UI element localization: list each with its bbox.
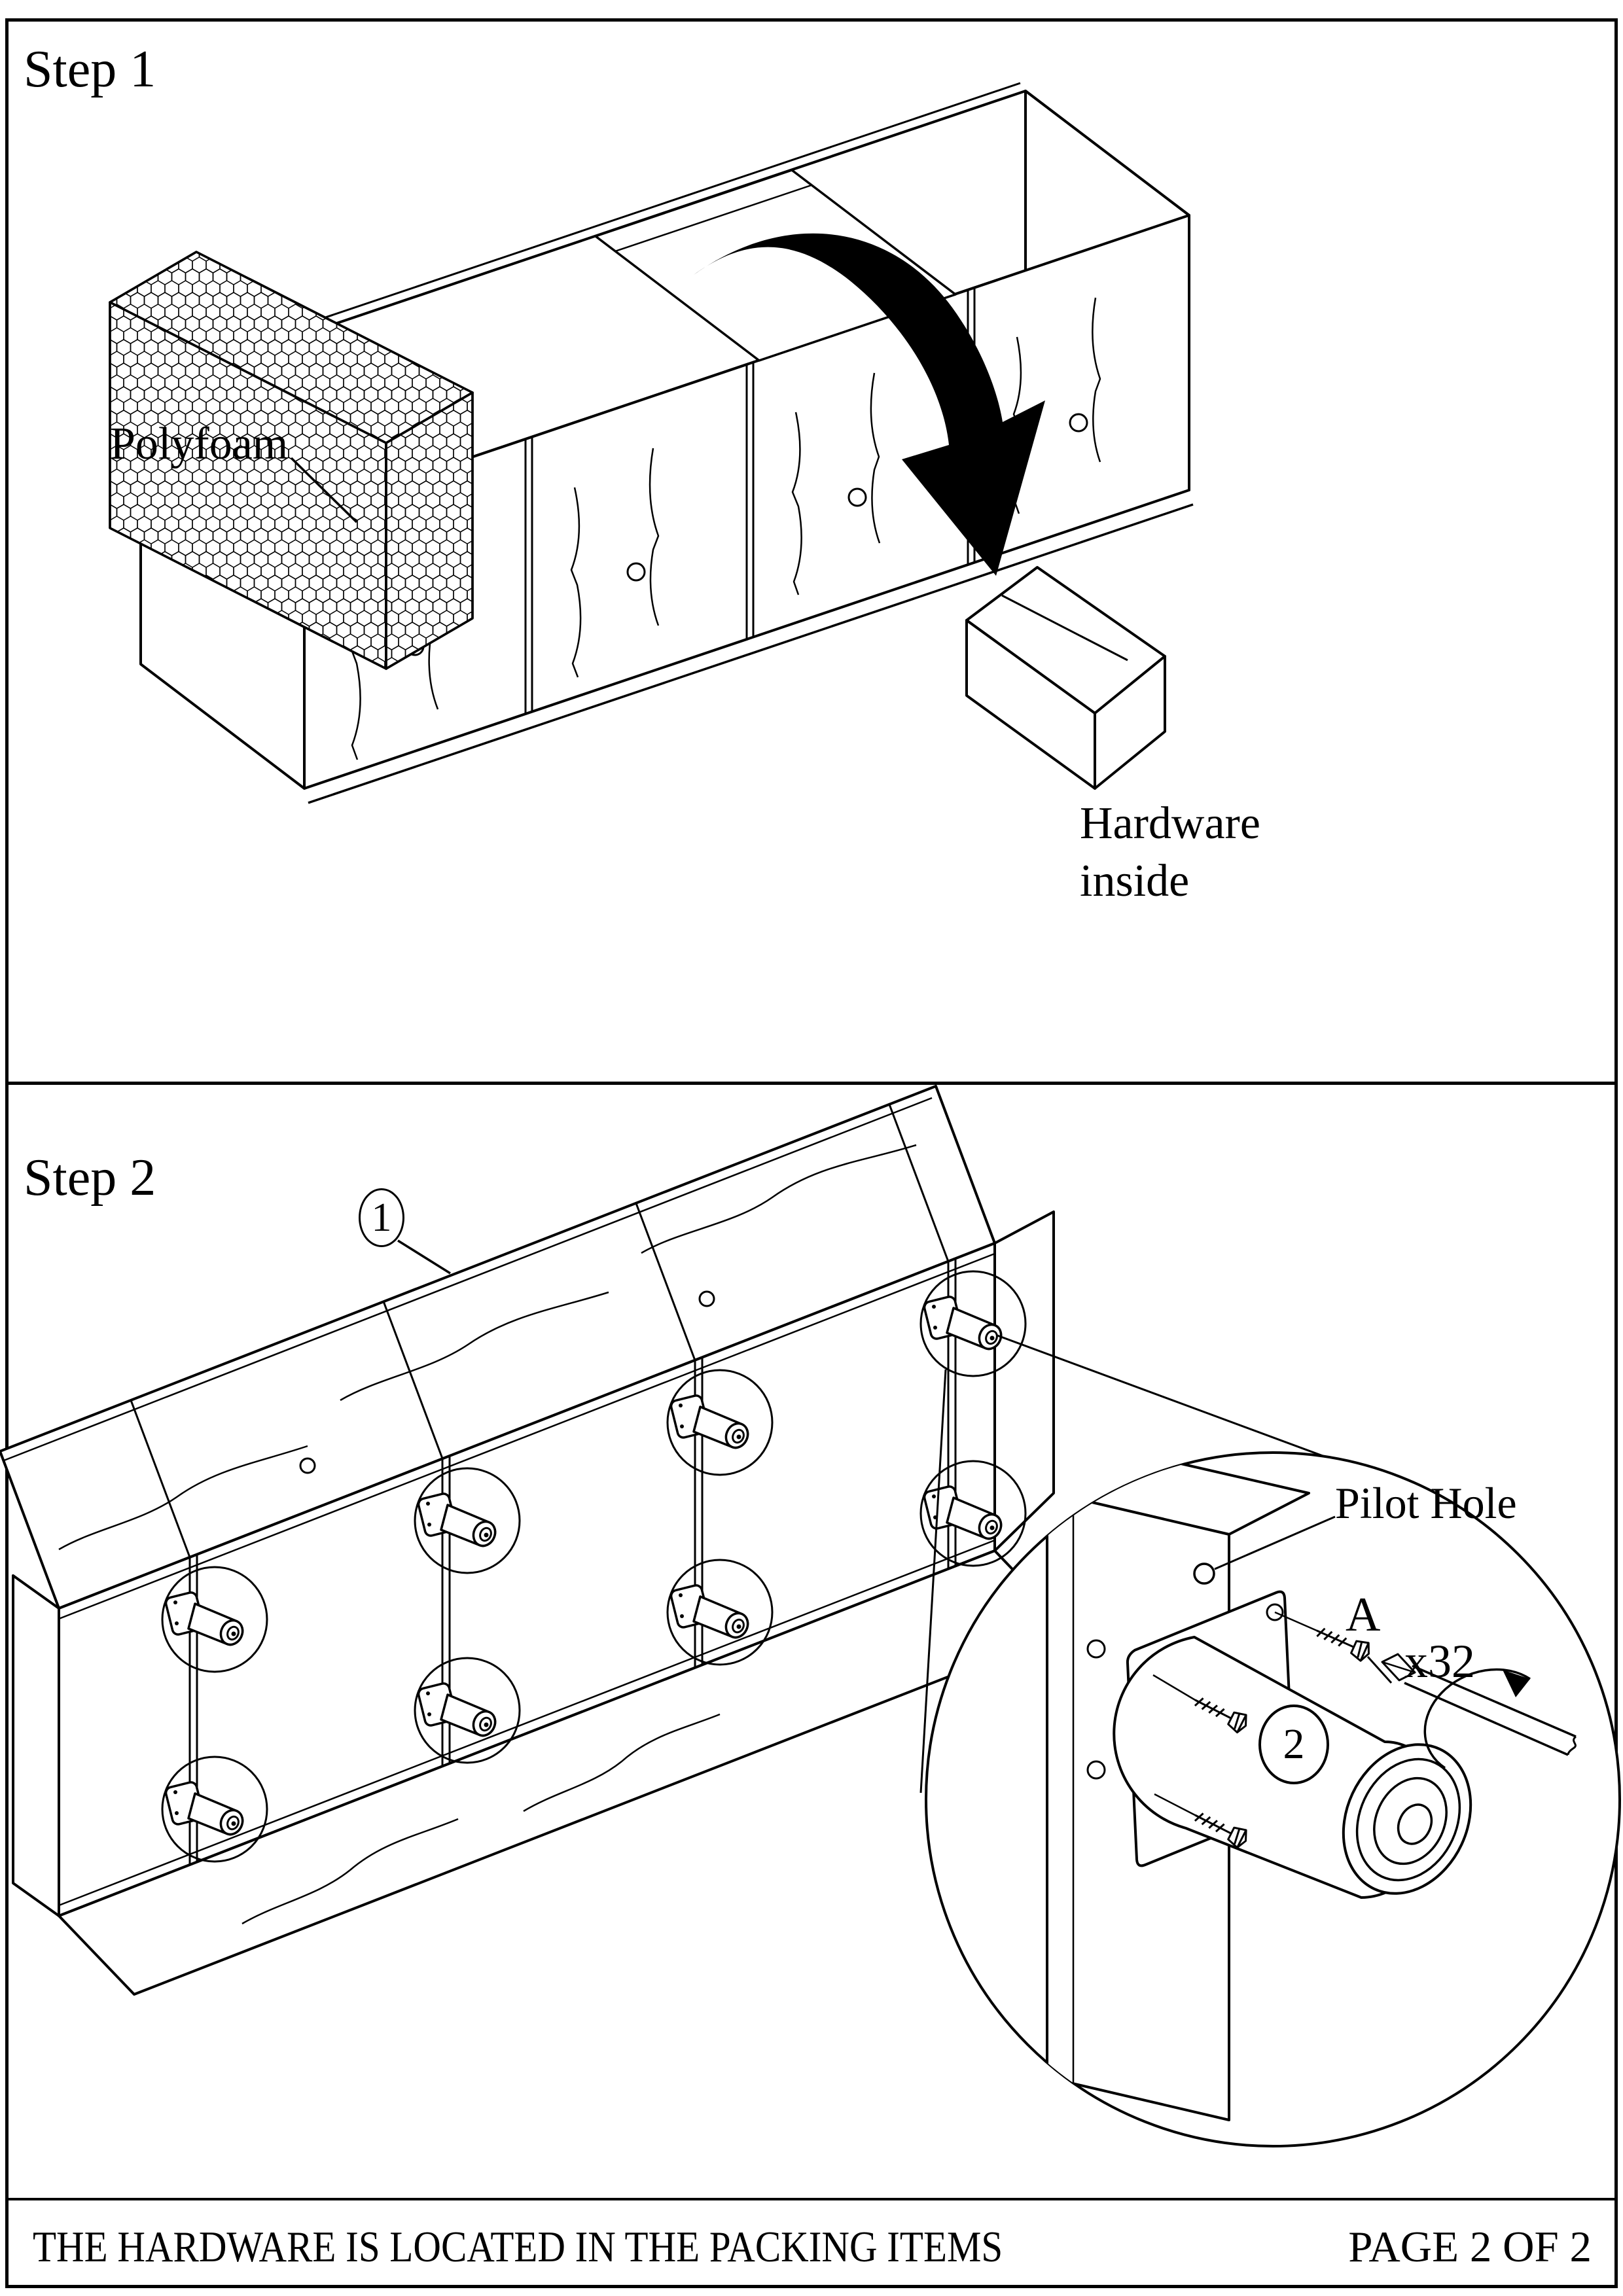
step2-title: Step 2 (24, 1149, 156, 1207)
step-divider (5, 1082, 1618, 1085)
screw-count-label: x32 (1404, 1635, 1475, 1687)
part1-badge: 1 (359, 1188, 404, 1247)
polyfoam-leader (290, 457, 358, 523)
detail-leader-left (919, 1369, 947, 1793)
hardware-inside-label-line1: Hardware (1080, 798, 1260, 849)
screwdriver (1381, 1653, 1577, 1769)
removal-arrow (694, 233, 1045, 576)
pilot-hole-leader (1214, 1515, 1336, 1570)
footer-divider (5, 2198, 1618, 2200)
hardware-box (965, 566, 1166, 790)
page-border (5, 18, 1618, 2288)
pilot-hole-label: Pilot Hole (1335, 1478, 1517, 1528)
polyfoam-block (109, 251, 474, 670)
detail-circle (925, 1451, 1621, 2147)
polyfoam-label: Polyfoam (110, 419, 289, 469)
part1-leader (397, 1239, 451, 1275)
step1-title: Step 1 (24, 41, 156, 98)
hardware-inside-label-line2: inside (1080, 856, 1190, 906)
step2-cabinet-drawing (0, 1085, 1396, 1996)
top-opening (594, 169, 957, 362)
footer-page-number: PAGE 2 OF 2 (1348, 2223, 1592, 2271)
screw-a-label: A (1346, 1588, 1381, 1642)
part2-badge: 2 (1258, 1704, 1329, 1784)
footer-note: THE HARDWARE IS LOCATED IN THE PACKING I… (33, 2223, 1003, 2271)
step1-cabinet-drawing (109, 82, 1194, 804)
screw-a-leader (1366, 1655, 1393, 1684)
